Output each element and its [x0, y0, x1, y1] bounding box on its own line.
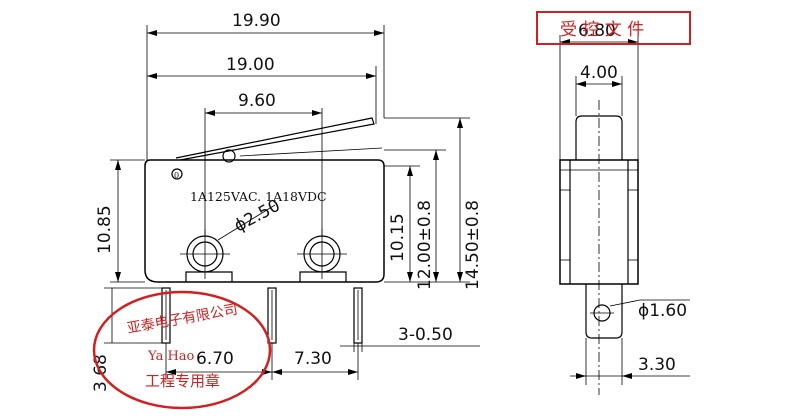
- dim-width-plunger: 4.00: [580, 63, 618, 83]
- dim-body-length: 19.00: [226, 55, 275, 75]
- dim-height-total: 10.85: [95, 205, 115, 254]
- rating-label: 1A125VAC. 1A18VDC: [190, 189, 327, 204]
- dim-height-body: 10.15: [388, 213, 408, 262]
- side-view: 6.80 4.00 ϕ1.60 3.30: [559, 21, 690, 395]
- seal-middle-text: Ya Hao: [147, 349, 195, 364]
- svg-text:0: 0: [174, 171, 179, 180]
- side-terminal: [585, 284, 623, 339]
- dim-overall-lever: 19.90: [232, 11, 281, 31]
- dim-term-width: 3.30: [638, 355, 676, 375]
- dim-side-hole: ϕ1.60: [638, 301, 687, 321]
- controlled-document-stamp: 受 控 文 件: [536, 11, 691, 45]
- dim-pin-spacing: 9.60: [238, 91, 276, 111]
- lever-arm: [175, 117, 375, 161]
- seal-bottom-text: 工程专用章: [145, 372, 220, 390]
- terminal-mid: [267, 287, 277, 344]
- company-seal: 亚泰电子有限公司 Ya Hao 工程专用章: [92, 290, 272, 410]
- side-plunger: [575, 115, 623, 160]
- dim-term-mid: 7.30: [294, 349, 332, 369]
- dim-term-left: 6.70: [196, 349, 234, 369]
- lever-pivot: [222, 149, 236, 163]
- dim-width-body: 6.80: [578, 21, 616, 41]
- front-view: 0 1A125VAC. 1A18VDC ϕ2.50: [91, 11, 483, 392]
- seal-top-text: 亚泰电子有限公司: [126, 302, 239, 337]
- dim-term-thick: 3-0.50: [398, 325, 453, 345]
- svg-text:受 控 文 件: 受 控 文 件: [560, 20, 644, 40]
- terminal-right: [353, 287, 363, 344]
- dim-height-lever-low: 12.00±0.8: [415, 200, 435, 290]
- dim-height-lever-high: 14.50±0.8: [463, 200, 483, 290]
- mark-icon: [171, 168, 183, 180]
